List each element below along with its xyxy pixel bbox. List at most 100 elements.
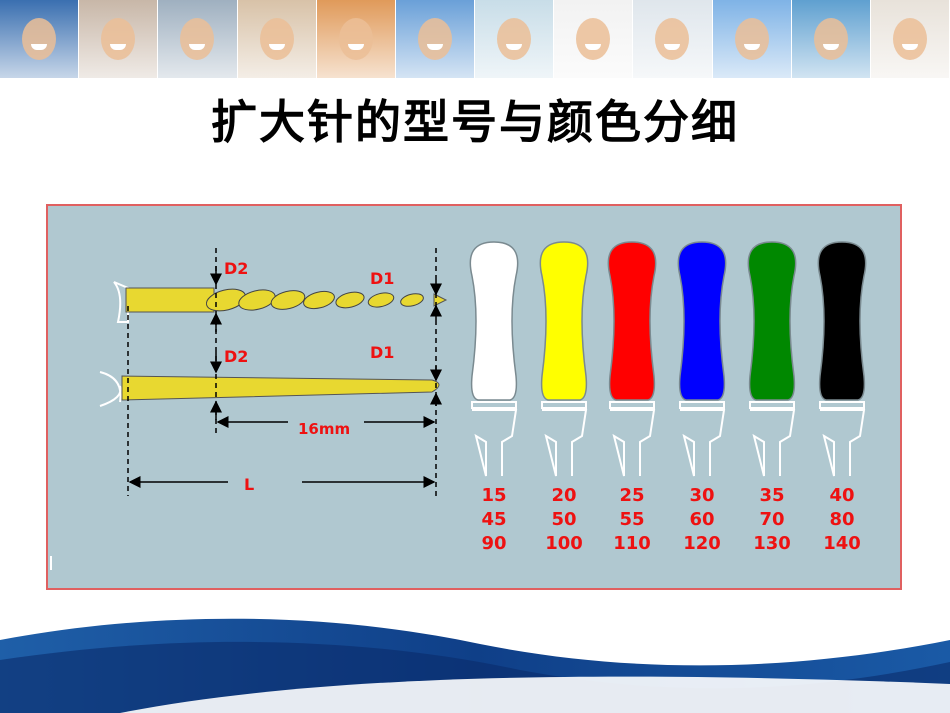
photo-face <box>576 18 611 60</box>
header-photo <box>475 0 555 78</box>
header-photo <box>0 0 80 78</box>
size-number-column: 35 70 130 <box>742 484 802 556</box>
instrument-handle <box>677 241 727 477</box>
reamer-flute <box>303 290 335 310</box>
header-photo <box>791 0 871 78</box>
handle-shank <box>750 409 796 477</box>
handle-shank <box>820 409 866 477</box>
photo-strip <box>0 0 950 78</box>
colored-handles <box>469 241 867 477</box>
photo-smile <box>426 44 443 50</box>
reamer-flute <box>238 289 276 311</box>
size-number: 15 <box>481 485 507 506</box>
instrument-handle <box>539 241 589 477</box>
size-number: 80 <box>829 509 855 530</box>
reamer-flute <box>270 290 306 310</box>
header-photo <box>158 0 238 78</box>
photo-smile <box>506 44 523 50</box>
photo-smile <box>110 44 127 50</box>
photo-smile <box>189 44 206 50</box>
label-d2-bottom: D2 <box>224 347 248 366</box>
header-photo <box>712 0 792 78</box>
size-number: 25 <box>619 485 645 506</box>
label-d1-top: D1 <box>370 269 394 288</box>
photo-face <box>813 18 848 60</box>
handle-shank <box>472 409 518 477</box>
photo-face <box>259 18 294 60</box>
header-photo <box>633 0 713 78</box>
photo-smile <box>743 44 760 50</box>
size-number: 90 <box>481 533 507 554</box>
photo-smile <box>901 44 918 50</box>
photo-smile <box>347 44 364 50</box>
handle-band <box>749 401 795 409</box>
size-number: 40 <box>829 485 855 506</box>
header-photo <box>870 0 950 78</box>
tapered-file-drawing <box>99 371 440 407</box>
photo-face <box>101 18 136 60</box>
photo-smile <box>31 44 48 50</box>
handle-grip <box>817 241 867 401</box>
size-number: 130 <box>753 533 791 554</box>
photo-face <box>892 18 927 60</box>
size-number-column: 25 55 110 <box>602 484 662 556</box>
handle-band <box>609 401 655 409</box>
size-number-column: 20 50 100 <box>534 484 594 556</box>
header-photo <box>79 0 159 78</box>
header-photo <box>237 0 317 78</box>
instrument-handle <box>607 241 657 477</box>
photo-face <box>734 18 769 60</box>
size-number-column: 40 80 140 <box>812 484 872 556</box>
instrument-handle <box>817 241 867 477</box>
photo-smile <box>585 44 602 50</box>
photo-smile <box>822 44 839 50</box>
photo-face <box>338 18 373 60</box>
size-number-column: 30 60 120 <box>672 484 732 556</box>
handle-grip <box>677 241 727 401</box>
handle-shank <box>680 409 726 477</box>
size-number: 55 <box>619 509 645 530</box>
handle-shank <box>610 409 656 477</box>
handle-grip <box>747 241 797 401</box>
size-number: 30 <box>689 485 715 506</box>
reamer-flute <box>335 291 365 309</box>
size-number: 140 <box>823 533 861 554</box>
instrument-handle <box>469 241 519 477</box>
photo-smile <box>268 44 285 50</box>
photo-smile <box>664 44 681 50</box>
reamer-flute <box>367 292 395 308</box>
slide-title: 扩大针的型号与颜色分细 <box>211 95 739 149</box>
handle-shank <box>542 409 588 477</box>
label-d2-top: D2 <box>224 259 248 278</box>
instrument-handle <box>747 241 797 477</box>
size-number: 20 <box>551 485 577 506</box>
size-number: 120 <box>683 533 721 554</box>
reamer-flute <box>400 293 424 307</box>
size-number: 70 <box>759 509 785 530</box>
size-number: 60 <box>689 509 715 530</box>
handle-band <box>819 401 865 409</box>
photo-face <box>22 18 57 60</box>
handle-band <box>471 401 517 409</box>
header-photo <box>316 0 396 78</box>
size-number: 100 <box>545 533 583 554</box>
handle-grip <box>539 241 589 401</box>
bottom-wave-decoration <box>0 618 950 713</box>
handle-band <box>679 401 725 409</box>
handle-band <box>541 401 587 409</box>
size-number: 50 <box>551 509 577 530</box>
header-photo <box>395 0 476 78</box>
size-number: 35 <box>759 485 785 506</box>
photo-face <box>655 18 690 60</box>
photo-face <box>417 18 452 60</box>
label-d1-bottom: D1 <box>370 343 394 362</box>
photo-face <box>497 18 532 60</box>
label-16mm: 16mm <box>298 420 350 438</box>
size-number: 110 <box>613 533 651 554</box>
header-photo <box>554 0 634 78</box>
reamer-diagram-svg: D2 D1 D2 D1 16mm L <box>50 241 867 570</box>
handle-grip <box>469 241 519 401</box>
photo-face <box>180 18 215 60</box>
